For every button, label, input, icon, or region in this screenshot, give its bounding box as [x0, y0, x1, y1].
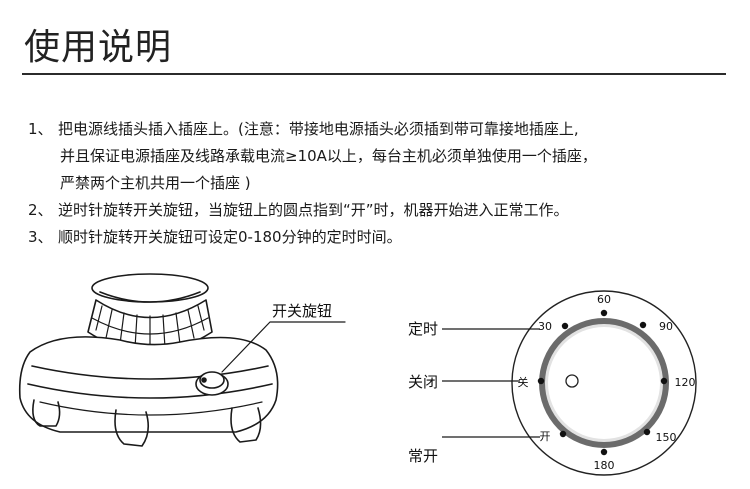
- dial-label-timer: 定时: [408, 320, 439, 338]
- instruction-number: 2、: [28, 201, 53, 219]
- dial-mark-90: 90: [659, 320, 673, 333]
- instruction-number: 1、: [28, 120, 53, 138]
- dial-label-off: 关闭: [408, 373, 439, 391]
- dial-dot: [643, 428, 651, 436]
- machine-drawing: [18, 273, 346, 447]
- dial-label-normal: 常开: [408, 447, 439, 465]
- dial-knob: [548, 327, 660, 439]
- dial-mark-60: 60: [597, 293, 611, 306]
- dial-dot: [600, 309, 608, 317]
- dial-dot: [600, 448, 608, 456]
- dial-dot: [639, 321, 647, 329]
- dial-mark-180: 180: [594, 459, 615, 472]
- dial-pointer-dot: [565, 374, 579, 388]
- page-title: 使用说明: [24, 27, 173, 68]
- dial-mark-120: 120: [675, 376, 696, 389]
- dial-dot: [561, 322, 569, 330]
- knob-label: 开关旋钮: [272, 302, 332, 320]
- dial-dot: [559, 430, 567, 438]
- instruction-3: 3、顺时针旋转开关旋钮可设定0-180分钟的定时时间。: [28, 224, 728, 251]
- instruction-2: 2、逆时针旋转开关旋钮，当旋钮上的圆点指到“开”时，机器开始进入正常工作。: [28, 197, 728, 224]
- instructions: 1、把电源线插头插入插座上。(注意：带接地电源插头必须插到带可靠接地插座上, 并…: [28, 116, 728, 251]
- instruction-1-line-2: 并且保证电源插座及线路承载电流≥10A以上，每台主机必须单独使用一个插座，: [60, 147, 597, 165]
- dial-dot: [537, 377, 545, 385]
- instruction-1: 1、把电源线插头插入插座上。(注意：带接地电源插头必须插到带可靠接地插座上,: [28, 116, 728, 143]
- illustration: 开关旋钮 60 90 120 150 180 开 关 30: [18, 273, 697, 476]
- dial-mark-off: 关: [518, 375, 529, 389]
- instruction-number: 3、: [28, 228, 53, 246]
- dial-mark-30: 30: [538, 320, 552, 333]
- instruction-3-text: 顺时针旋转开关旋钮可设定0-180分钟的定时时间。: [58, 228, 402, 246]
- dial-mark-150: 150: [656, 431, 677, 444]
- dial-dot: [660, 377, 668, 385]
- instruction-2-text: 逆时针旋转开关旋钮，当旋钮上的圆点指到“开”时，机器开始进入正常工作。: [58, 201, 569, 219]
- instruction-1-line-1: 把电源线插头插入插座上。(注意：带接地电源插头必须插到带可靠接地插座上,: [58, 120, 579, 138]
- dial-mark-on: 开: [540, 430, 551, 443]
- timer-dial: 60 90 120 150 180 开 关 30: [442, 290, 697, 476]
- title-underline: [22, 73, 726, 75]
- instruction-1-line-3: 严禁两个主机共用一个插座 ): [60, 174, 251, 192]
